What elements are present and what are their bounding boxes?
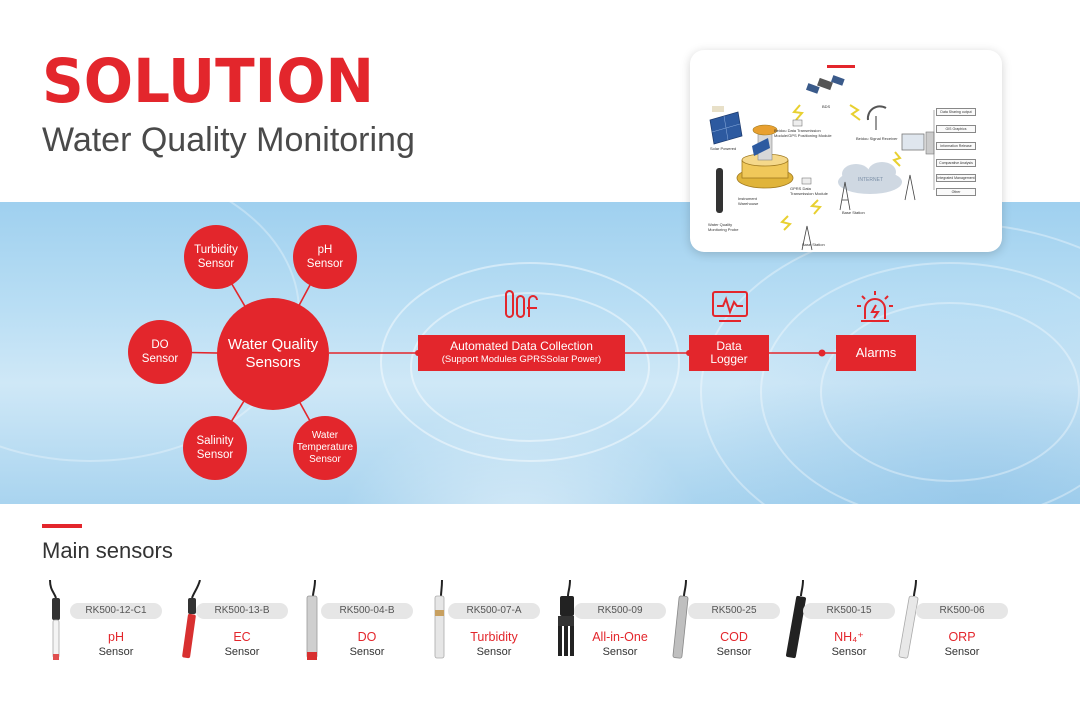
output-0: Data Sharing output — [936, 108, 976, 116]
sensor-card-do: RK500-04-B DO Sensor — [293, 580, 417, 670]
sensor-type: Sensor — [476, 646, 512, 658]
sensor-name: NH₄⁺ — [834, 630, 864, 644]
main-sensors-accent-bar — [42, 524, 82, 528]
output-4: Integrated Management — [936, 174, 976, 182]
label-probe: Water Quality Monitoring Probe — [708, 222, 739, 232]
sensor-type: Sensor — [349, 646, 385, 658]
label-gprs: GPRS Data Transmission Module — [790, 186, 828, 196]
sensor-card-ph: RK500-12-C1 pH Sensor — [42, 580, 166, 670]
turbidity-probe-icon — [434, 580, 445, 659]
main-sensors-title: Main sensors — [42, 538, 173, 563]
sensor-model: RK500-12-C1 — [70, 603, 162, 619]
sensor-type: Sensor — [716, 646, 752, 658]
automated-data-collection-box: Automated Data Collection (Support Modul… — [418, 335, 625, 371]
label-beidou-module: Beidou Data Transmission Module/GPS Posi… — [774, 128, 832, 138]
system-diagram-card: BDS Solar Powered Beidou Data Transmissi… — [690, 50, 1002, 252]
sensor-model: RK500-13-B — [196, 603, 288, 619]
sensor-model: RK500-15 — [803, 603, 895, 619]
turbidity-sensor-node: Turbidity Sensor — [184, 225, 248, 289]
water-temperature-sensor-node: Water Temperature Sensor — [293, 416, 357, 480]
sensor-name: All-in-One — [592, 630, 648, 644]
all-in-one-probe-icon — [558, 580, 574, 656]
label-bds: BDS — [822, 104, 831, 109]
sensor-model: RK500-09 — [574, 603, 666, 619]
sensor-card-ec: RK500-13-B EC Sensor — [168, 580, 292, 670]
data-logger-icon — [712, 291, 748, 322]
sensor-name: pH — [108, 630, 124, 644]
sensor-type: Sensor — [98, 646, 134, 658]
sensor-card-cod: RK500-25 COD Sensor — [660, 580, 784, 670]
page-subtitle: Water Quality Monitoring — [42, 121, 415, 159]
sensor-type: Sensor — [944, 646, 980, 658]
alarms-box: Alarms — [836, 335, 916, 371]
output-1: GIS Graphics — [936, 125, 976, 133]
sensor-card-orp: RK500-06 ORP Sensor — [888, 580, 1012, 670]
sensor-model: RK500-04-B — [321, 603, 413, 619]
sensor-name: Turbidity — [470, 630, 518, 644]
cod-probe-icon — [672, 580, 689, 659]
solar-panel-icon — [709, 106, 743, 145]
label-base-station-1: Base Station — [842, 210, 865, 215]
orp-probe-icon — [898, 580, 919, 659]
sensor-name: COD — [720, 630, 748, 644]
sensor-model: RK500-25 — [688, 603, 780, 619]
output-3: Comparative Analysis — [936, 159, 976, 167]
probe-icon — [716, 168, 723, 213]
ph-probe-icon — [49, 580, 60, 660]
sensor-type: Sensor — [831, 646, 867, 658]
alarms-label: Alarms — [855, 345, 897, 360]
output-5: Other — [936, 188, 976, 196]
sensor-type: Sensor — [602, 646, 638, 658]
sensor-model: RK500-06 — [916, 603, 1008, 619]
sensor-model: RK500-07-A — [448, 603, 540, 619]
output-2: Information Release — [936, 142, 976, 150]
sensor-card-nh4: RK500-15 NH₄⁺ Sensor — [775, 580, 899, 670]
label-instrument: Instrument Warehouse — [738, 196, 759, 206]
collection-title: Automated Data Collection — [450, 339, 593, 353]
internet-cloud-icon — [838, 162, 902, 194]
label-solar: Solar Powered — [710, 146, 737, 151]
satellite-icon — [805, 75, 845, 94]
sensor-card-turbidity: RK500-07-A Turbidity Sensor — [420, 580, 544, 670]
buoy-icon — [736, 124, 794, 189]
sensor-name: DO — [357, 630, 377, 644]
ec-probe-icon — [182, 580, 201, 659]
alarm-icon — [857, 291, 893, 322]
sensor-name: EC — [233, 630, 251, 644]
collection-subtitle: (Support Modules GPRSSolar Power) — [441, 354, 602, 365]
do-sensor-node: DO Sensor — [128, 320, 192, 384]
data-collection-icon — [505, 290, 538, 318]
salinity-sensor-node: Salinity Sensor — [183, 416, 247, 480]
do-probe-icon — [306, 580, 318, 660]
system-diagram — [709, 75, 935, 251]
label-internet: INTERNET — [858, 177, 883, 183]
water-quality-sensors-hub: Water Quality Sensors — [217, 298, 329, 410]
label-beidou-receiver: Beidou Signal Receiver — [856, 136, 898, 141]
label-base-station-2: Base Station — [802, 242, 825, 247]
sensor-name: ORP — [948, 630, 976, 644]
card-accent-bar — [827, 65, 855, 68]
ph-sensor-node: pH Sensor — [293, 225, 357, 289]
computer-icon — [901, 131, 935, 155]
data-logger-box: Data Logger — [689, 335, 769, 371]
solution-title: SOLUTION — [42, 45, 375, 117]
base-station-icons — [801, 174, 916, 251]
sensor-type: Sensor — [224, 646, 260, 658]
satellite-dish-icon — [866, 105, 887, 130]
signal-lightning-icons — [780, 104, 902, 231]
nh4-probe-icon — [786, 580, 806, 659]
data-logger-label: Data Logger — [710, 339, 748, 366]
sensor-card-all-in-one: RK500-09 All-in-One Sensor — [546, 580, 670, 670]
